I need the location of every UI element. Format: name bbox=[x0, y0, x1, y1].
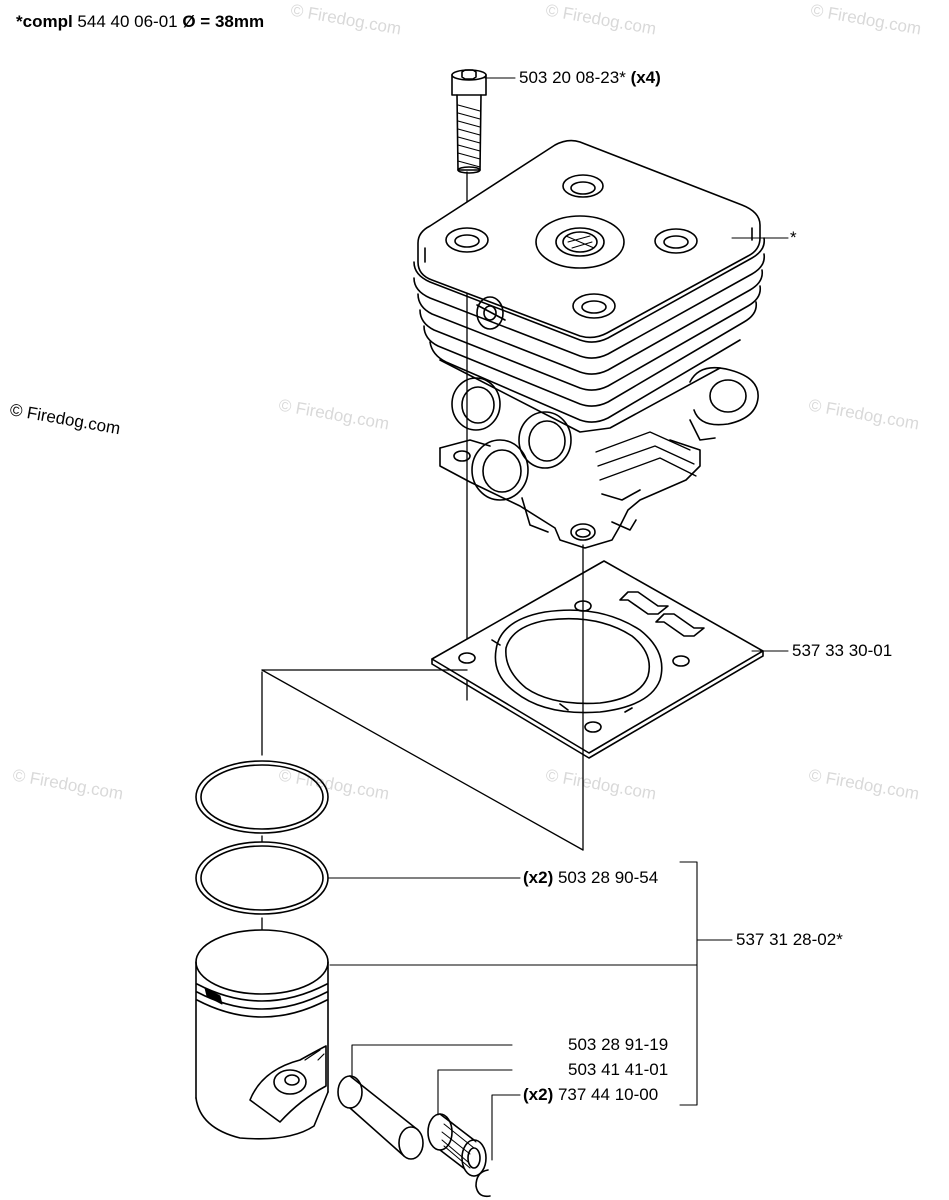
circlip-drawing bbox=[475, 1169, 491, 1198]
needle-bearing-label[interactable]: 503 41 41-01 bbox=[568, 1060, 669, 1079]
gasket-drawing bbox=[431, 560, 764, 759]
piston-pin-drawing bbox=[337, 1075, 424, 1160]
bolt-label[interactable]: 503 20 08-23* (x4) bbox=[519, 68, 661, 88]
piston-rings-label[interactable]: (x2) 503 28 90-54 bbox=[523, 868, 658, 888]
circlip-quantity: (x2) bbox=[523, 1085, 554, 1104]
assembly-header: *compl 544 40 06-01 Ø = 38mm bbox=[16, 12, 264, 32]
header-part-number: 544 40 06-01 bbox=[77, 12, 178, 31]
piston-pin-label[interactable]: 503 28 91-19 bbox=[568, 1035, 669, 1054]
cylinder-label[interactable]: * bbox=[790, 228, 797, 247]
gasket-label[interactable]: 537 33 30-01 bbox=[792, 641, 893, 660]
bolt-part-number: 503 20 08-23* bbox=[519, 68, 626, 87]
header-prefix: *compl bbox=[16, 12, 73, 31]
needle-bearing-drawing bbox=[427, 1113, 487, 1177]
circlip-label[interactable]: (x2) 737 44 10-00 bbox=[523, 1085, 658, 1105]
bolt-quantity: (x4) bbox=[630, 68, 661, 87]
cylinder-drawing bbox=[413, 139, 766, 549]
bolt-drawing bbox=[451, 69, 487, 174]
piston-drawing bbox=[195, 929, 329, 1140]
header-diameter: Ø = 38mm bbox=[182, 12, 265, 31]
circlip-part-number: 737 44 10-00 bbox=[557, 1085, 659, 1104]
piston-rings-part-number: 503 28 90-54 bbox=[557, 868, 659, 887]
piston-rings-quantity: (x2) bbox=[523, 868, 554, 887]
piston-kit-label[interactable]: 537 31 28-02* bbox=[736, 930, 843, 949]
